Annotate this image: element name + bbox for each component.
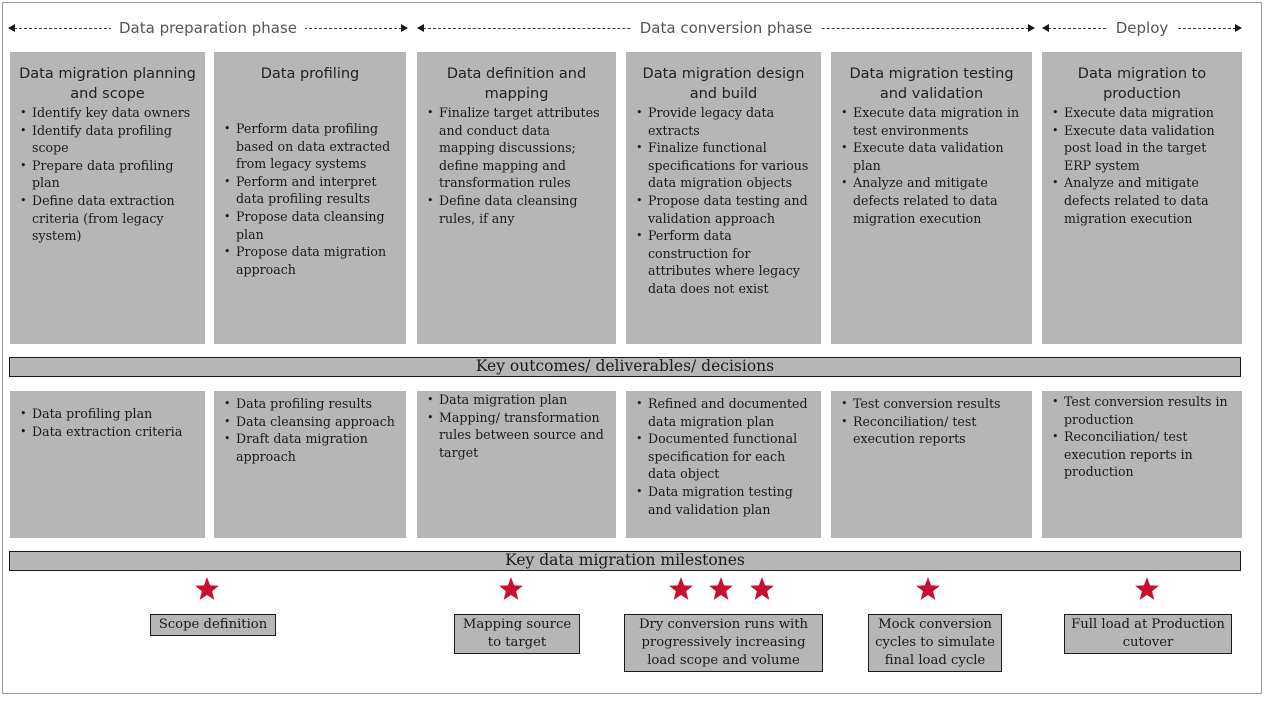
outcome-item: Data profiling plan xyxy=(20,405,197,423)
task-item: Analyze and mitigate defects related to … xyxy=(841,174,1024,227)
outcome-item: Data cleansing approach xyxy=(224,413,398,431)
phase-deploy-arrow: Deploy xyxy=(1042,16,1242,40)
outcome-item: Test conversion results in production xyxy=(1052,393,1234,428)
task-item: Identify key data owners xyxy=(20,104,197,122)
task-item: Perform data construction for attributes… xyxy=(636,227,813,297)
outcome-item: Data extraction criteria xyxy=(20,423,197,441)
star-icon xyxy=(669,577,693,600)
outcome-item: Test conversion results xyxy=(841,395,1024,413)
outcome-item: Data migration testing and validation pl… xyxy=(636,483,813,518)
outcome-item: Mapping/ transformation rules between so… xyxy=(427,409,608,462)
column-title: Data migration design and build xyxy=(642,66,805,102)
column-title: Data migration to production xyxy=(1077,66,1207,102)
milestone-scope-definition: Scope definition xyxy=(150,614,276,636)
star-icon xyxy=(916,577,940,600)
phase-conversion-arrow: Data conversion phase xyxy=(417,16,1035,40)
task-box-testing: Data migration testing and validation Ex… xyxy=(831,52,1032,344)
outcomes-band: Key outcomes/ deliverables/ decisions xyxy=(9,357,1241,377)
task-item: Provide legacy data extracts xyxy=(636,104,813,139)
star-icon xyxy=(709,577,733,600)
milestone-full-load: Full load at Production cutover xyxy=(1064,614,1232,654)
milestone-mapping: Mapping source to target xyxy=(454,614,580,654)
diagram-frame xyxy=(2,2,1262,694)
star-icon xyxy=(750,577,774,600)
task-item: Identify data profiling scope xyxy=(20,122,197,157)
star-icon xyxy=(195,577,219,600)
column-title: Data migration testing and validation xyxy=(849,66,1014,102)
milestone-dry-conversion: Dry conversion runs with progressively i… xyxy=(624,614,823,672)
milestone-mock-conversion: Mock conversion cycles to simulate final… xyxy=(868,614,1002,672)
arrow-right-icon xyxy=(401,24,408,32)
outcome-item: Data profiling results xyxy=(224,395,398,413)
arrow-left-icon xyxy=(1042,24,1049,32)
outcome-item: Data migration plan xyxy=(427,391,608,409)
outcome-item: Reconciliation/ test execution reports xyxy=(841,413,1024,448)
task-box-design-build: Data migration design and build Provide … xyxy=(626,52,821,344)
column-title: Data profiling xyxy=(260,66,360,82)
outcome-item: Draft data migration approach xyxy=(224,430,398,465)
phase-preparation-label: Data preparation phase xyxy=(110,16,306,40)
column-title: Data definition and mapping xyxy=(446,66,587,102)
task-box-planning: Data migration planning and scope Identi… xyxy=(10,52,205,344)
task-item: Propose data cleansing plan xyxy=(224,208,398,243)
outcome-box-production: Test conversion results in production Re… xyxy=(1042,391,1242,538)
task-box-production: Data migration to production Execute dat… xyxy=(1042,52,1242,344)
task-item: Finalize functional specifications for v… xyxy=(636,139,813,192)
task-item: Prepare data profiling plan xyxy=(20,157,197,192)
phase-conversion-label: Data conversion phase xyxy=(631,16,821,40)
phase-preparation-arrow: Data preparation phase xyxy=(8,16,408,40)
outcome-item: Reconciliation/ test execution reports i… xyxy=(1052,428,1234,481)
task-item: Finalize target attributes and conduct d… xyxy=(427,104,608,192)
task-item: Execute data validation post load in the… xyxy=(1052,122,1234,175)
star-icon xyxy=(1135,577,1159,600)
task-item: Perform and interpret data profiling res… xyxy=(224,173,398,208)
column-title: Data migration planning and scope xyxy=(19,66,196,102)
outcome-box-testing: Test conversion results Reconciliation/ … xyxy=(831,391,1032,538)
task-item: Analyze and mitigate defects related to … xyxy=(1052,174,1234,227)
task-item: Propose data migration approach xyxy=(224,243,398,278)
outcome-box-definition: Data migration plan Mapping/ transformat… xyxy=(417,391,616,538)
task-item: Perform data profiling based on data ext… xyxy=(224,120,398,173)
outcome-box-profiling: Data profiling results Data cleansing ap… xyxy=(214,391,406,538)
phase-deploy-label: Deploy xyxy=(1107,16,1177,40)
task-item: Propose data testing and validation appr… xyxy=(636,192,813,227)
arrow-right-icon xyxy=(1028,24,1035,32)
outcome-item: Documented functional specification for … xyxy=(636,430,813,483)
task-item: Execute data migration in test environme… xyxy=(841,104,1024,139)
task-item: Execute data migration xyxy=(1052,104,1234,122)
star-icon xyxy=(499,577,523,600)
outcome-box-planning: Data profiling plan Data extraction crit… xyxy=(10,391,205,538)
task-item: Execute data validation plan xyxy=(841,139,1024,174)
task-item: Define data extraction criteria (from le… xyxy=(20,192,197,245)
arrow-right-icon xyxy=(1235,24,1242,32)
task-box-profiling: Data profiling Perform data profiling ba… xyxy=(214,52,406,344)
outcome-item: Refined and documented data migration pl… xyxy=(636,395,813,430)
arrow-left-icon xyxy=(417,24,424,32)
milestones-band: Key data migration milestones xyxy=(9,551,1241,571)
arrow-left-icon xyxy=(8,24,15,32)
task-item: Define data cleansing rules, if any xyxy=(427,192,608,227)
task-box-definition: Data definition and mapping Finalize tar… xyxy=(417,52,616,344)
outcome-box-design-build: Refined and documented data migration pl… xyxy=(626,391,821,538)
